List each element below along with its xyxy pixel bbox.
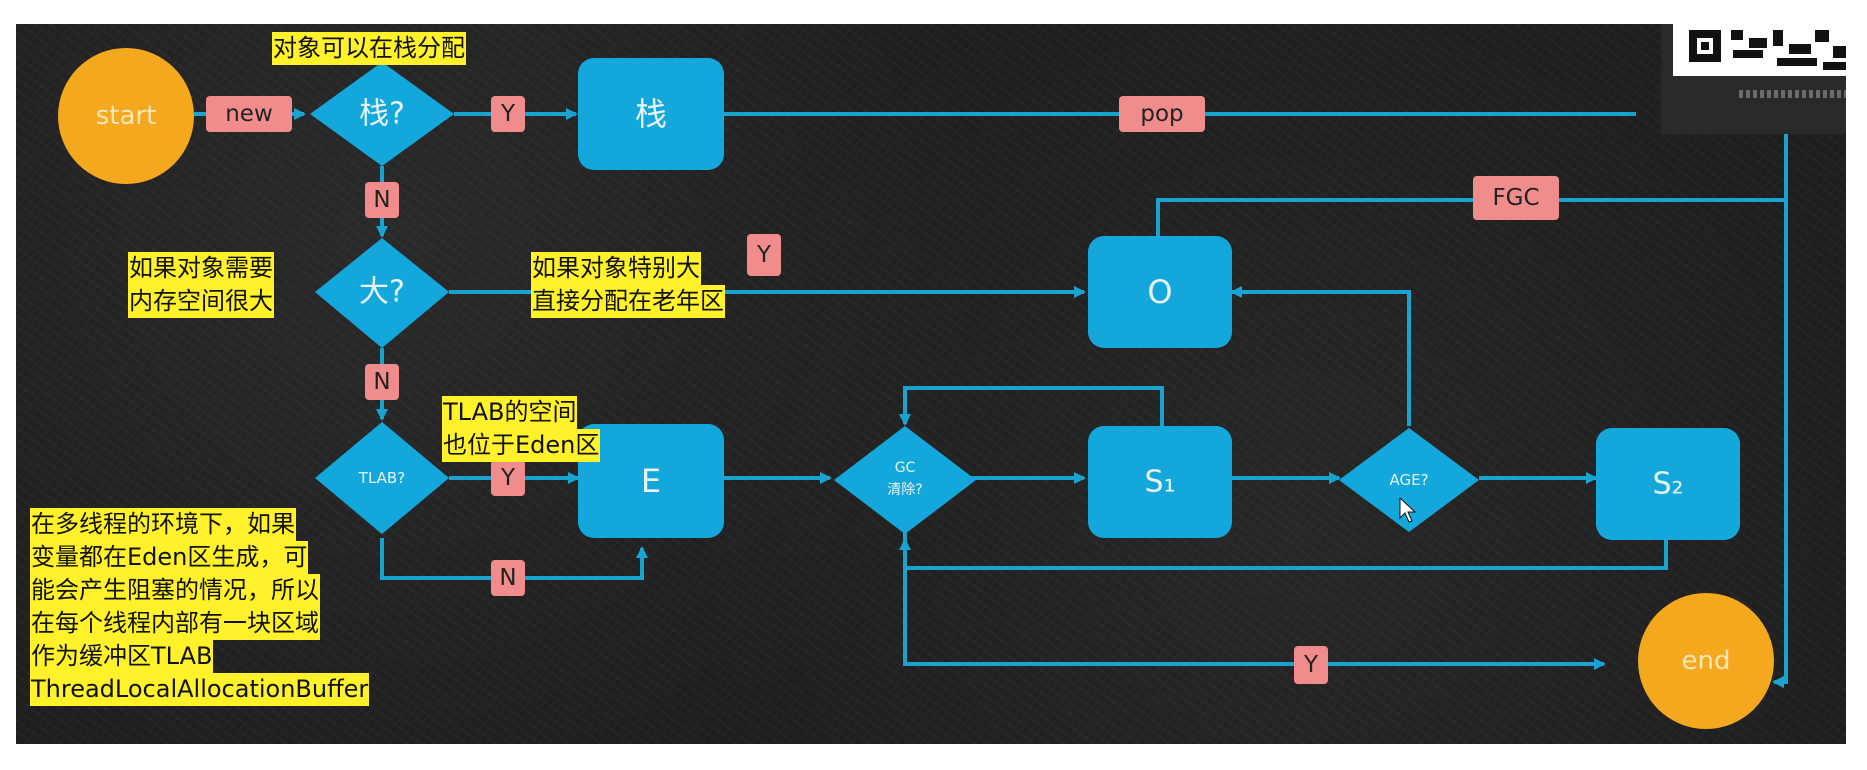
label-tlab-no-text: N [499, 565, 516, 591]
eden-box: E [578, 424, 724, 538]
label-pop-text: pop [1140, 101, 1183, 127]
annotation-large-direct: 如果对象特别大直接分配在老年区 [531, 252, 725, 318]
stack-box: 栈 [578, 58, 724, 170]
s1-box-label: S₁ [1144, 465, 1175, 500]
edge-s2-back-to-gc [899, 532, 1668, 570]
label-large-yes-text: Y [756, 242, 772, 268]
end-node: end [1638, 593, 1774, 729]
label-fgc: FGC [1473, 176, 1559, 220]
label-tlab-yes-text: Y [500, 465, 516, 491]
mouse-cursor-icon [1399, 496, 1417, 523]
edge-gc-yes-to-end [903, 532, 1606, 670]
eden-box-label: E [641, 462, 661, 500]
gc-decision: GC 清除? [834, 426, 976, 534]
age-decision-label: AGE? [1389, 471, 1428, 489]
stack-decision-label: 栈? [359, 97, 405, 132]
label-gc-yes: Y [1294, 646, 1328, 684]
s1-box: S₁ [1088, 426, 1232, 538]
old-box-label: O [1147, 273, 1172, 311]
start-node: start [58, 48, 194, 184]
label-large-no-text: N [373, 369, 390, 395]
annotation-tlab-explain: 在多线程的环境下，如果变量都在Eden区生成，可能会产生阻塞的情况，所以在每个线… [30, 508, 370, 706]
label-tlab-yes: Y [491, 460, 525, 496]
label-new-text: new [225, 101, 273, 127]
old-box: O [1088, 236, 1232, 348]
edge-old-fgc [1156, 198, 1786, 236]
label-pop: pop [1119, 96, 1205, 132]
stack-decision: 栈? [310, 62, 454, 166]
tlab-decision-label: TLAB? [358, 469, 405, 487]
age-decision: AGE? [1339, 428, 1479, 532]
qr-code-overlay [1661, 24, 1846, 134]
tlab-decision: TLAB? [315, 422, 449, 534]
end-label: end [1682, 646, 1731, 676]
qr-caption-placeholder [1739, 90, 1846, 98]
edge-right-rail [1772, 114, 1788, 688]
start-label: start [96, 101, 157, 131]
label-stack-yes: Y [491, 96, 525, 132]
large-decision-label: 大? [359, 275, 405, 310]
label-new: new [206, 96, 292, 132]
edge-s1-loop-back [899, 386, 1164, 426]
s2-box-label: S₂ [1652, 467, 1683, 502]
s2-box: S₂ [1596, 428, 1740, 540]
annotation-large-need: 如果对象需要内存空间很大 [128, 252, 274, 318]
large-decision: 大? [315, 238, 449, 348]
label-stack-yes-text: Y [500, 101, 516, 127]
annotation-tlab-space: TLAB的空间也位于Eden区 [442, 396, 601, 462]
edge-age-to-old [1230, 286, 1411, 426]
qr-code-icon [1673, 24, 1846, 76]
label-tlab-no: N [491, 560, 525, 596]
chalkboard-diagram: start end 栈? 大? TLAB? GC 清除? AGE? [16, 24, 1846, 744]
label-large-yes: Y [747, 234, 781, 276]
stack-box-label: 栈 [635, 95, 667, 133]
label-stack-no: N [365, 182, 399, 218]
label-gc-yes-text: Y [1303, 652, 1319, 678]
label-large-no: N [365, 364, 399, 400]
gc-decision-label-line2: 清除? [887, 482, 922, 498]
gc-decision-label-line1: GC [895, 460, 916, 476]
label-fgc-text: FGC [1492, 185, 1539, 211]
label-stack-no-text: N [373, 187, 390, 213]
annotation-stack-alloc: 对象可以在栈分配 [272, 32, 466, 65]
